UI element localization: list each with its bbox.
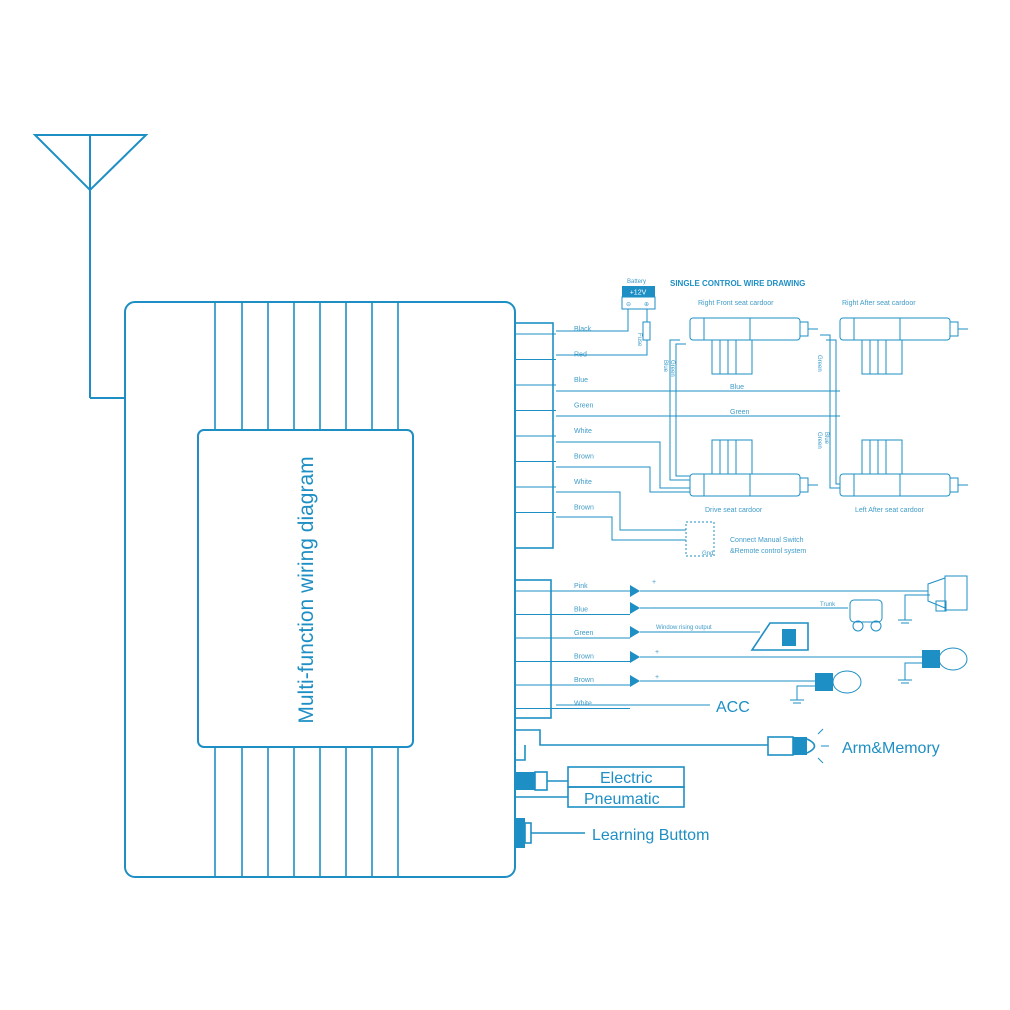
- bottom-wire-label-5: Brown: [574, 677, 594, 684]
- battery-label: Battery: [627, 279, 646, 285]
- switch-note-2: &Remote control system: [730, 548, 806, 555]
- manual-switch-box: Gnd Connect Manual Switch &Remote contro…: [556, 491, 806, 557]
- lamp-icon-1: [640, 647, 968, 684]
- bottom-wire-label-1: Pink: [574, 583, 588, 590]
- top-wire-label-3: Blue: [574, 377, 588, 384]
- brown2-plus: +: [655, 674, 659, 681]
- door-actuator-right-front: [689, 317, 819, 375]
- window-label: Window rising output: [656, 625, 712, 631]
- door-actuator-right-after: [839, 317, 969, 375]
- pneumatic-label: Pneumatic: [584, 791, 660, 808]
- tag-green-v2: Green: [816, 355, 822, 372]
- output-arrows: [630, 585, 640, 687]
- trunk-icon: Trunk: [640, 599, 883, 632]
- diagram-title: Multi-function wiring diagram: [295, 456, 318, 723]
- electric-pneumatic-connector: [515, 766, 685, 808]
- fuse-icon: [642, 321, 651, 341]
- bottom-wire-label-4: Brown: [574, 654, 594, 661]
- label-drive-door: Drive seat cardoor: [705, 507, 763, 514]
- top-wire-label-8: Brown: [574, 505, 594, 512]
- door-actuator-left-after: [839, 439, 969, 497]
- bottom-wire-label-3: Green: [574, 630, 594, 637]
- window-output: Window rising output: [640, 622, 809, 651]
- control-unit: Multi-function wiring diagram: [124, 301, 516, 878]
- title-panel: [197, 429, 414, 748]
- top-grille: [214, 302, 399, 430]
- fuse-label: Fuse: [636, 333, 642, 347]
- tag-blue-h: Blue: [730, 384, 744, 391]
- arm-memory-label: Arm&Memory: [842, 740, 940, 757]
- door-actuator-drive: [689, 439, 819, 497]
- label-left-after-door: Left After seat cardoor: [855, 507, 925, 514]
- label-right-after-door: Right After seat cardoor: [842, 300, 916, 307]
- brown1-plus: +: [655, 649, 659, 656]
- battery-block: Battery +12V ⊖ ⊕ Fuse: [556, 279, 656, 356]
- tag-green-v3: Green: [816, 432, 822, 449]
- bottom-wire-label-6: White: [574, 701, 592, 708]
- door-wiring: [556, 334, 840, 493]
- top-wire-label-7: White: [574, 479, 592, 486]
- battery-minus-symbol: ⊖: [626, 302, 631, 308]
- battery-plus-symbol: ⊕: [644, 302, 649, 308]
- bottom-wire-label-2: Blue: [574, 607, 588, 614]
- lamp-icon-2: [640, 670, 862, 704]
- trunk-label: Trunk: [820, 602, 836, 608]
- learning-button-label: Learning Buttom: [592, 827, 709, 844]
- battery-voltage: +12V: [630, 290, 647, 297]
- top-wire-label-5: White: [574, 428, 592, 435]
- switch-note-1: Connect Manual Switch: [730, 537, 804, 544]
- top-wire-label-6: Brown: [574, 454, 594, 461]
- electric-label: Electric: [600, 770, 652, 787]
- tag-green-h: Green: [730, 409, 750, 416]
- gnd-label: Gnd: [702, 551, 713, 557]
- tag-green-v1: Green: [669, 360, 675, 377]
- pink-plus: +: [652, 579, 656, 586]
- siren-icon: [640, 575, 968, 624]
- tag-blue-v1: Blue: [662, 360, 668, 373]
- top-wire-label-4: Green: [574, 403, 594, 410]
- learning-button-icon: [515, 818, 585, 848]
- tag-blue-v3: Blue: [823, 432, 829, 445]
- bottom-grille: [214, 747, 399, 877]
- antenna-icon: [32, 134, 149, 399]
- arm-memory-output: [515, 728, 829, 764]
- single-control-heading: SINGLE CONTROL WIRE DRAWING: [670, 279, 805, 288]
- top-wire-label-1: Black: [574, 326, 592, 333]
- acc-label: ACC: [716, 699, 750, 716]
- label-right-front-door: Right Front seat cardoor: [698, 300, 774, 307]
